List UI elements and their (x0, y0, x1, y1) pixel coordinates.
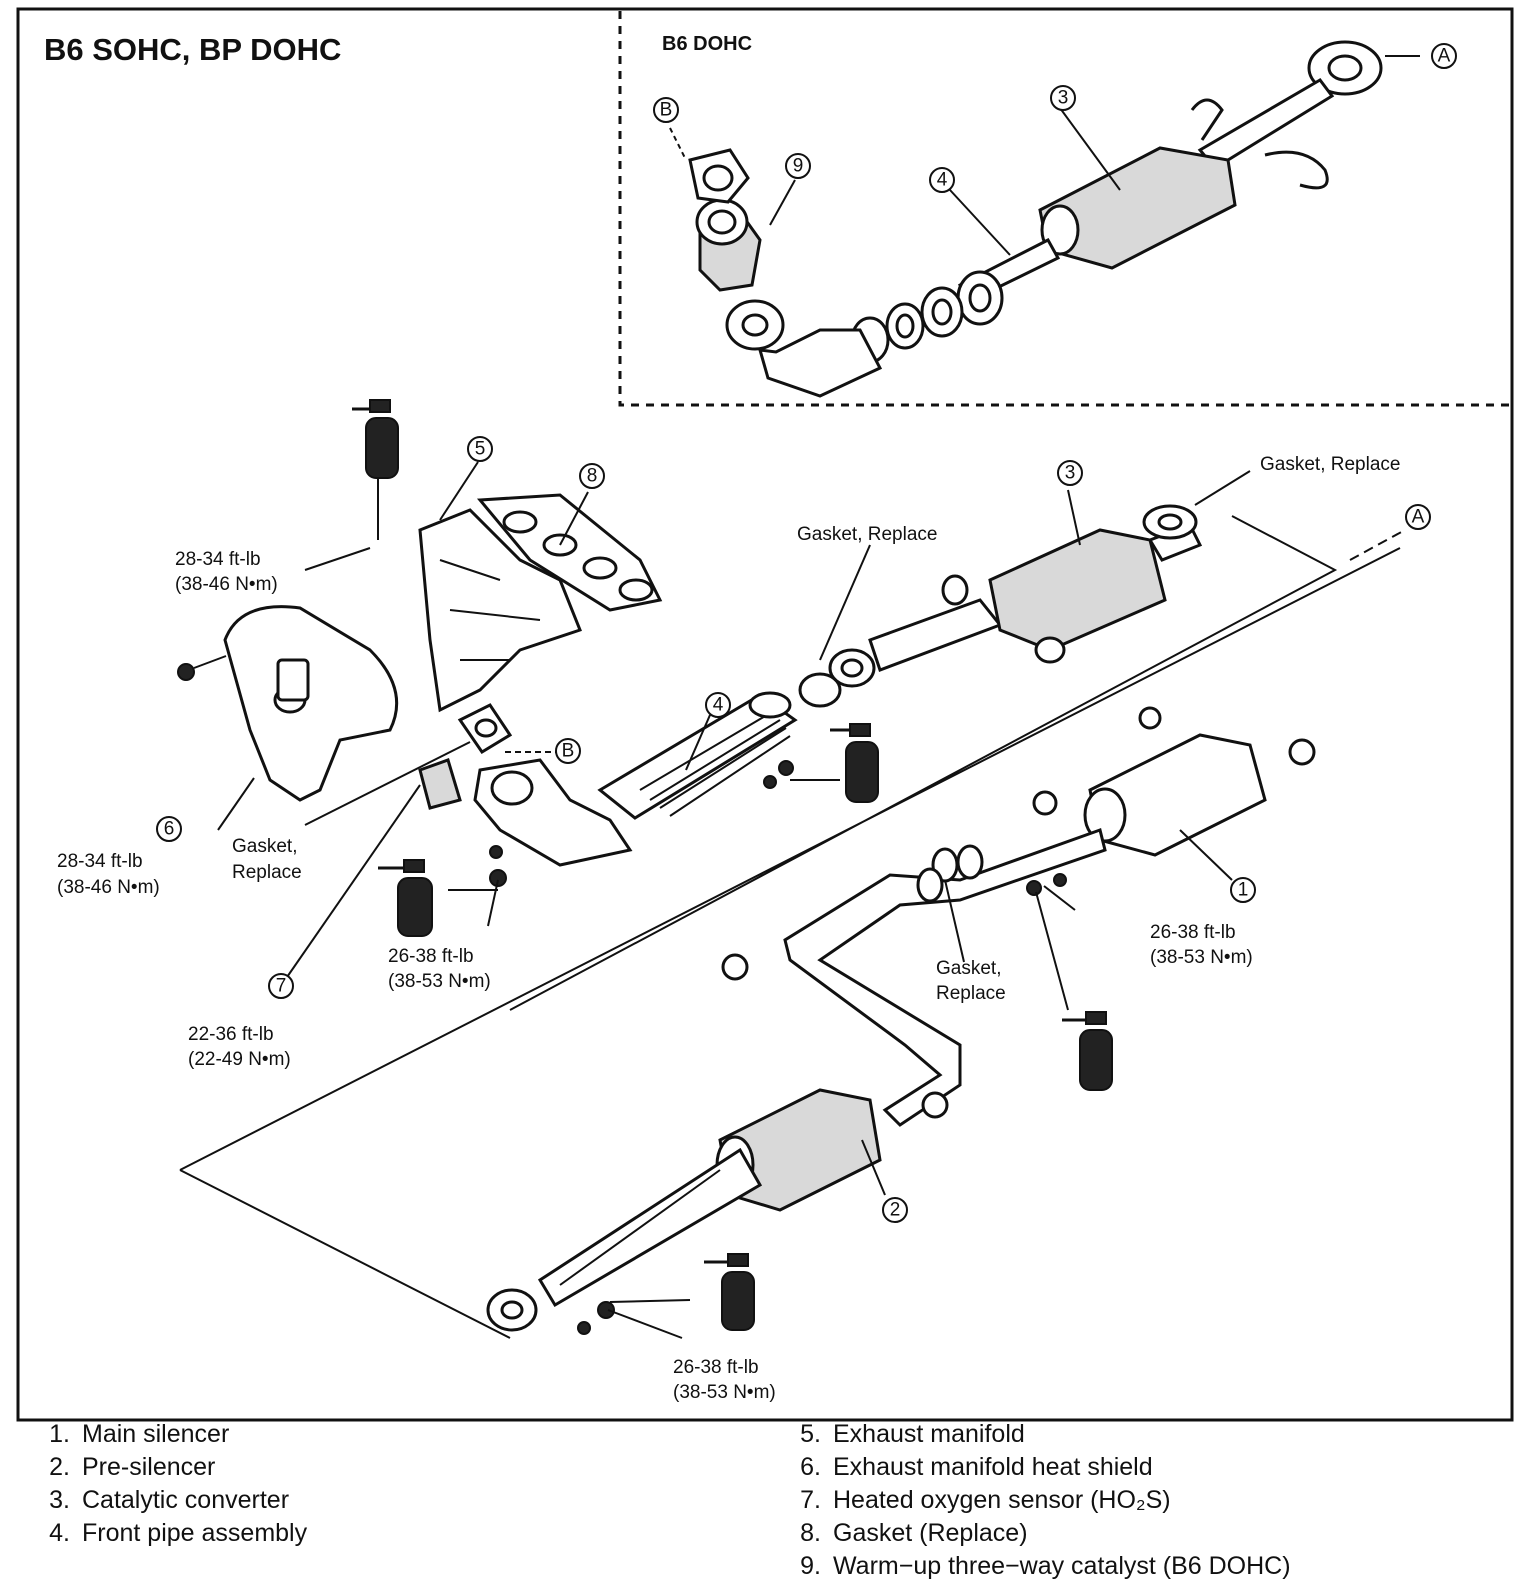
svg-text:6: 6 (164, 819, 175, 840)
svg-text:2: 2 (890, 1200, 901, 1221)
callout-1: 1 (1230, 877, 1256, 903)
legend-item: 5.Exhaust manifold (800, 1420, 1025, 1448)
callout-6: 6 (156, 816, 182, 842)
torque-frontpipe-nm: (38-53 N•m) (388, 971, 491, 992)
svg-text:4: 4 (937, 170, 948, 191)
torque-sensor-nm: (22-49 N•m) (188, 1049, 291, 1070)
torque-shield-ftlb: 28-34 ft-lb (57, 851, 143, 872)
note-gasket-shield-1: Gasket, (232, 836, 297, 857)
svg-text:A: A (1438, 46, 1451, 67)
svg-text:4: 4 (713, 695, 724, 716)
torque-manifold-nm: (38-46 N•m) (175, 574, 278, 595)
legend-item: 8.Gasket (Replace) (800, 1519, 1028, 1547)
svg-text:7: 7 (276, 976, 287, 997)
ref-a-main: A (1405, 504, 1431, 530)
inset-title: B6 DOHC (662, 33, 752, 55)
torque-tailpipe-nm: (38-53 N•m) (673, 1382, 776, 1403)
legend-item: 2.Pre-silencer (49, 1453, 216, 1481)
svg-text:B: B (562, 741, 575, 762)
legend-column-left: 1.Main silencer 2.Pre-silencer 3.Catalyt… (34, 1418, 307, 1550)
torque-manifold-ftlb: 28-34 ft-lb (175, 549, 261, 570)
torque-spray-icon-4 (1062, 1011, 1113, 1091)
callout-7: 7 (268, 973, 294, 999)
legend-item: 1.Main silencer (49, 1420, 230, 1448)
callout-4-inset: 4 (929, 167, 955, 193)
torque-frontpipe-ftlb: 26-38 ft-lb (388, 946, 474, 967)
note-gasket-replace-mid: Gasket, Replace (797, 524, 937, 545)
torque-sensor-ftlb: 22-36 ft-lb (188, 1024, 274, 1045)
legend-item: 7.Heated oxygen sensor (HO₂S) (800, 1486, 1171, 1514)
callout-4-main: 4 (705, 692, 731, 718)
svg-text:1: 1 (1238, 880, 1249, 901)
legend-item: 6.Exhaust manifold heat shield (800, 1453, 1153, 1481)
callout-8: 8 (579, 463, 605, 489)
legend-item: 9.Warm−up three−way catalyst (B6 DOHC) (800, 1552, 1291, 1580)
leader-lines (217, 107, 1251, 1339)
torque-shield-nm: (38-46 N•m) (57, 877, 160, 898)
inset-exhaust-illustration (669, 40, 1420, 398)
torque-spray-icon-5 (704, 1253, 755, 1331)
ref-b-inset: B (653, 97, 679, 123)
svg-text:8: 8 (587, 466, 598, 487)
torque-spray-icon-1 (352, 399, 399, 479)
callout-3-inset: 3 (1050, 85, 1076, 111)
ref-a-inset: A (1431, 43, 1457, 69)
torque-silencer-ftlb: 26-38 ft-lb (1150, 922, 1236, 943)
note-gasket-rear-2: Replace (936, 983, 1006, 1004)
callout-2: 2 (882, 1197, 908, 1223)
ref-b-main: B (555, 738, 581, 764)
inset-frame (618, 11, 1510, 407)
main-exhaust-illustration (177, 493, 1316, 1335)
parts-legend: 1.Main silencer 2.Pre-silencer 3.Catalyt… (0, 1418, 1520, 1588)
svg-text:B: B (660, 100, 673, 121)
svg-text:3: 3 (1065, 463, 1076, 484)
legend-column-right: 5.Exhaust manifold 6.Exhaust manifold he… (785, 1418, 1291, 1583)
svg-text:A: A (1412, 507, 1425, 528)
note-gasket-rear-1: Gasket, (936, 958, 1001, 979)
torque-spray-icon-3 (378, 859, 433, 937)
svg-text:3: 3 (1058, 88, 1069, 109)
note-gasket-shield-2: Replace (232, 862, 302, 883)
torque-silencer-nm: (38-53 N•m) (1150, 947, 1253, 968)
note-gasket-replace-top: Gasket, Replace (1260, 454, 1400, 475)
callout-9: 9 (785, 153, 811, 179)
diagram-frame (16, 7, 1514, 1422)
torque-tailpipe-ftlb: 26-38 ft-lb (673, 1357, 759, 1378)
torque-spray-icon-2 (830, 723, 879, 803)
svg-text:9: 9 (793, 156, 804, 177)
diagram-title: B6 SOHC, BP DOHC (44, 32, 341, 67)
callout-5: 5 (467, 436, 493, 462)
svg-text:5: 5 (475, 439, 486, 460)
callout-3-main: 3 (1057, 460, 1083, 486)
legend-item: 3.Catalytic converter (49, 1486, 290, 1514)
legend-item: 4.Front pipe assembly (49, 1519, 308, 1547)
assembly-guide-lines (179, 515, 1401, 1339)
